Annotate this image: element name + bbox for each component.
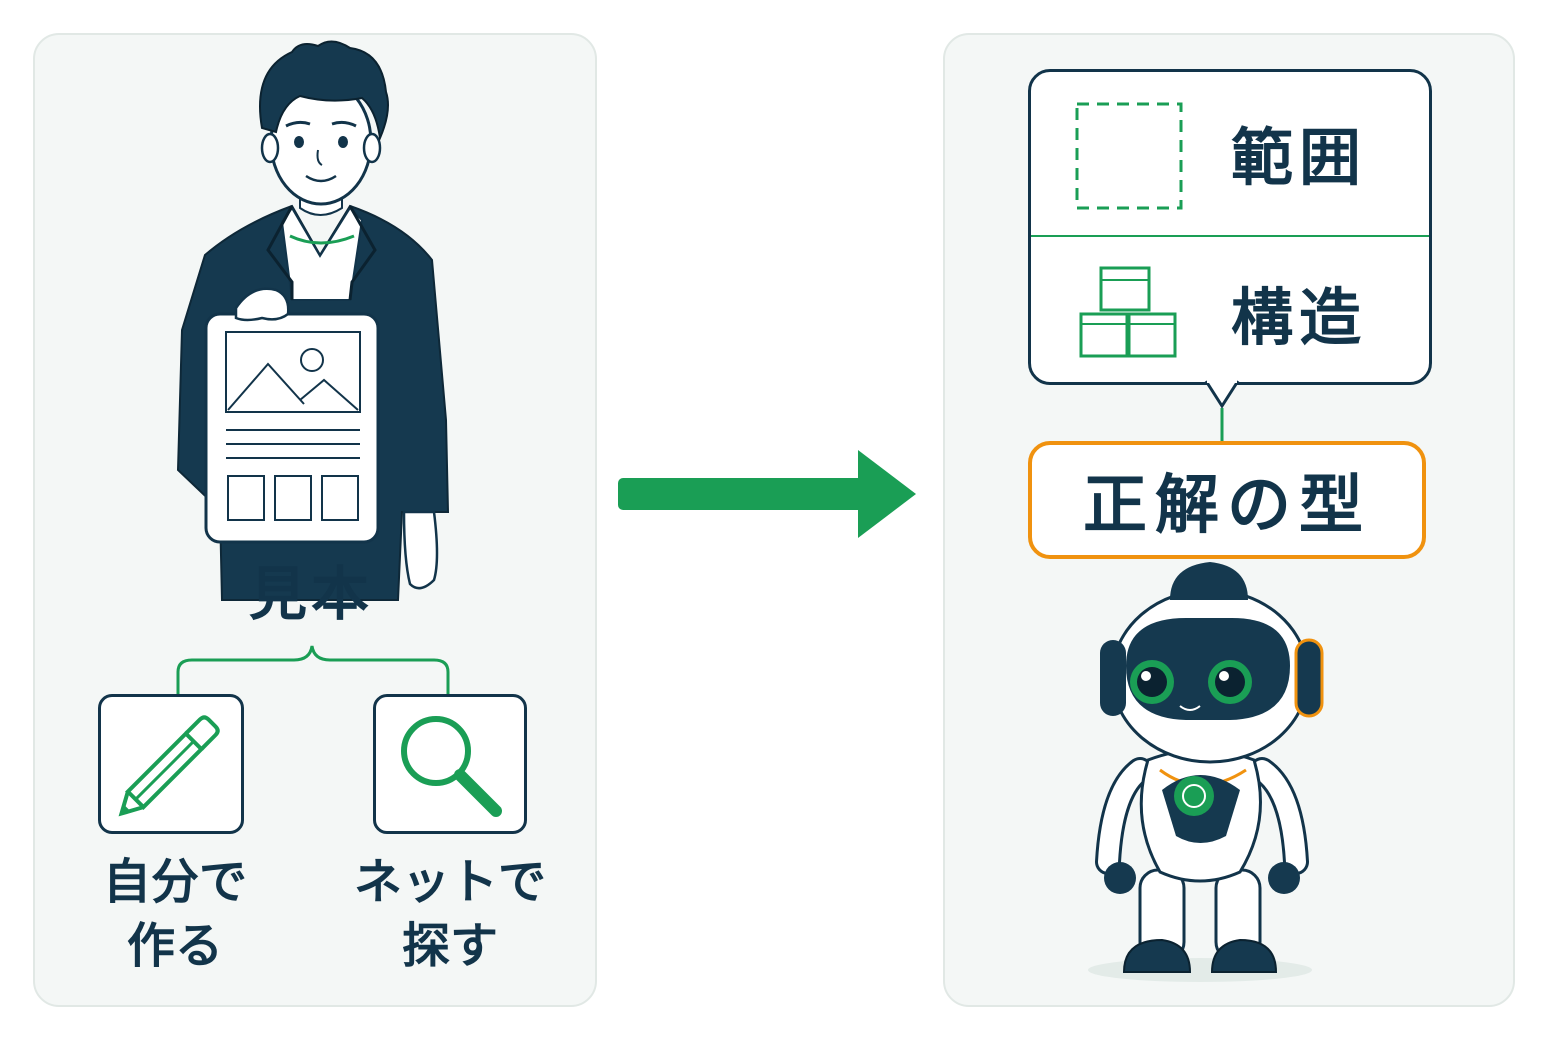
pencil-icon [118, 715, 220, 817]
self-make-label-line2: 作る [126, 918, 223, 974]
self-make-label: 自分で 作る [70, 850, 280, 978]
range-label: 範囲 [1231, 121, 1368, 194]
net-search-label-line1: ネットで [353, 854, 546, 910]
self-make-label-line1: 自分で [102, 854, 247, 910]
blocks-icon [1079, 266, 1177, 358]
self-make-box [98, 694, 244, 834]
net-search-label: ネットで 探す [345, 850, 555, 978]
bubble-divider [1031, 235, 1429, 237]
answer-template-box: 正解の型 [1028, 441, 1426, 559]
net-search-label-line2: 探す [401, 918, 498, 974]
net-search-box [373, 694, 527, 834]
sample-label: 見本 [248, 560, 373, 628]
structure-label: 構造 [1231, 281, 1368, 354]
magnifier-icon [401, 716, 502, 817]
answer-template-label: 正解の型 [1083, 469, 1371, 543]
speech-bubble: 範囲 構造 [1028, 69, 1432, 385]
dashed-square-icon [1075, 102, 1183, 210]
